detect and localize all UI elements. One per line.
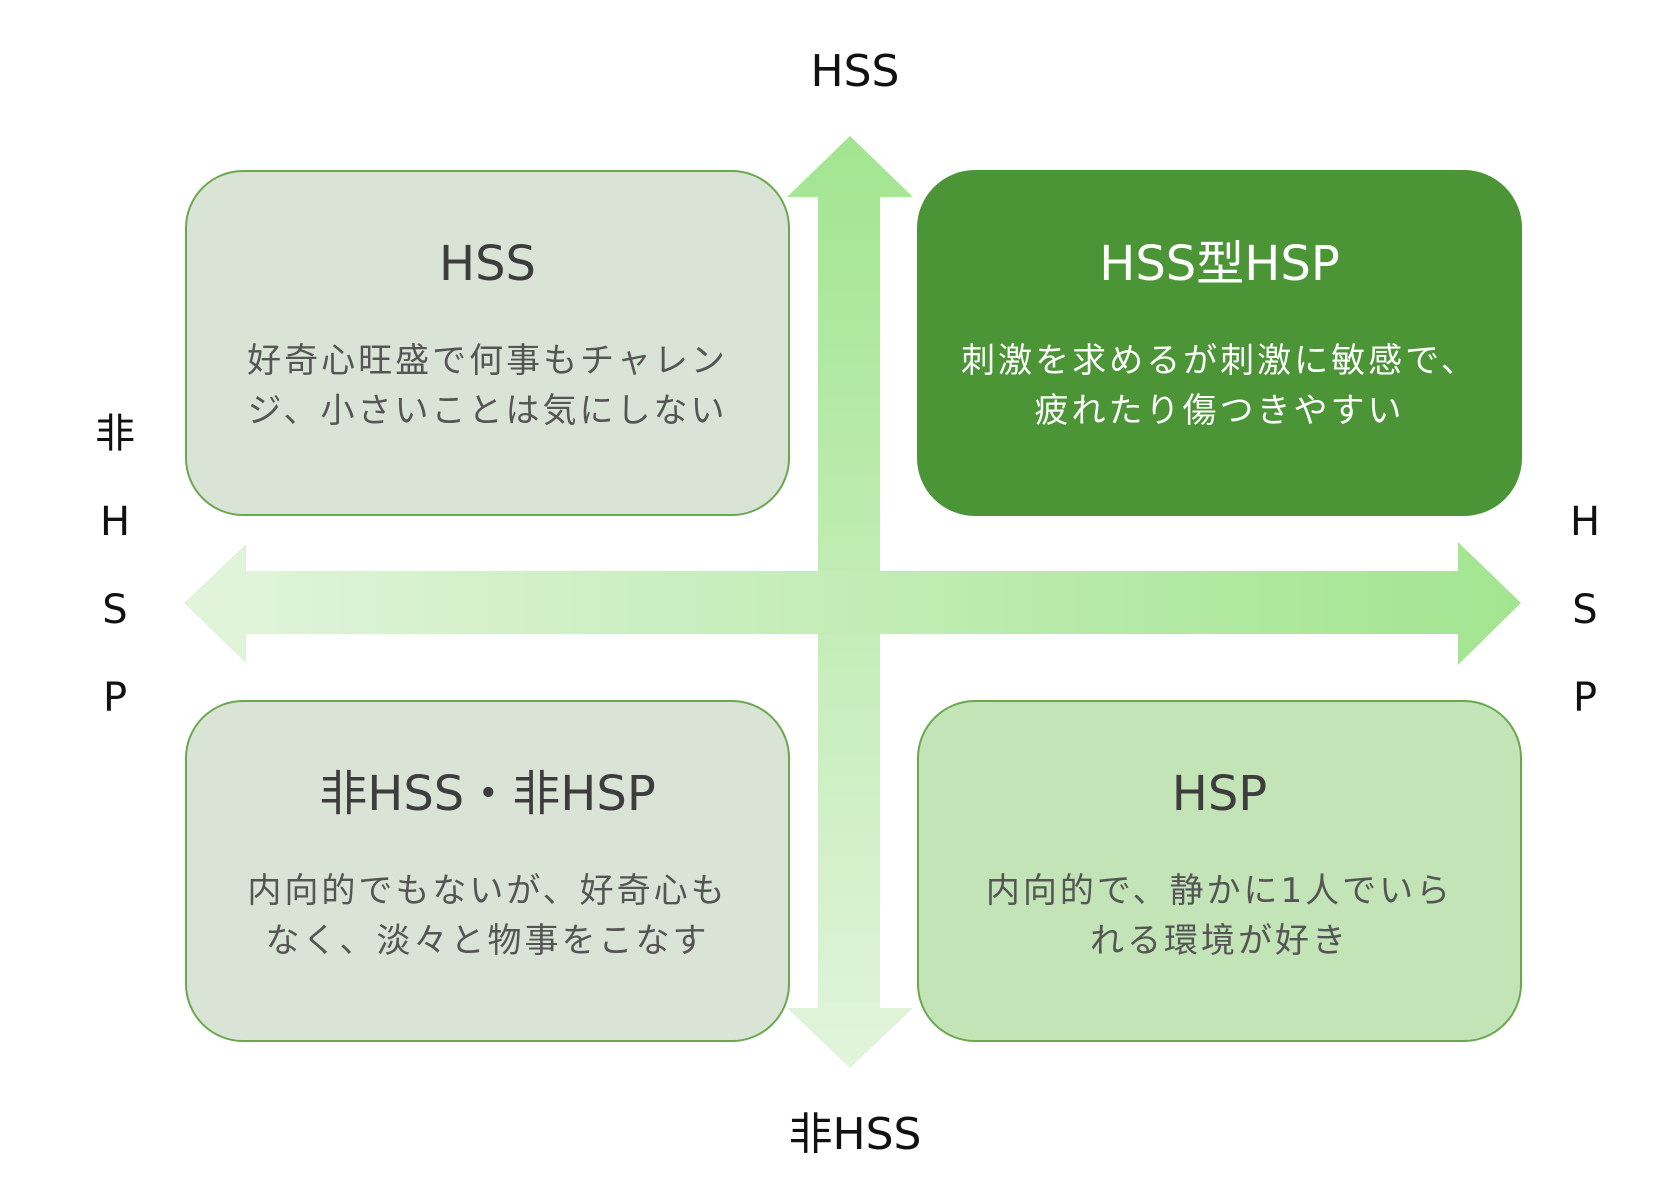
- description-line: 好奇心旺盛で何事もチャレン: [247, 341, 728, 381]
- axis-label-char: H: [99, 499, 131, 545]
- quadrant-description: 内向的でもないが、好奇心も なく、淡々と物事をこなす: [218, 866, 758, 966]
- description-line: なく、淡々と物事をこなす: [265, 921, 710, 961]
- axis-label-char: 非: [95, 411, 135, 457]
- quadrant-title: HSP: [1171, 766, 1268, 822]
- quadrant-description: 内向的で、静かに1人でいら れる環境が好き: [950, 866, 1490, 966]
- axis-label-non-hsp: 非 H S P: [90, 390, 140, 742]
- description-line: ジ、小さいことは気にしない: [247, 391, 728, 431]
- quadrant-description: 好奇心旺盛で何事もチャレン ジ、小さいことは気にしない: [218, 336, 758, 436]
- quadrant-hss: HSS 好奇心旺盛で何事もチャレン ジ、小さいことは気にしない: [185, 170, 790, 516]
- description-line: 内向的でもないが、好奇心も: [247, 871, 728, 911]
- axis-label-char: P: [102, 675, 128, 721]
- quadrant-description: 刺激を求めるが刺激に敏感で、 疲れたり傷つきやすい: [950, 336, 1490, 436]
- quadrant-hsp: HSP 内向的で、静かに1人でいら れる環境が好き: [917, 700, 1522, 1042]
- axis-label-char: S: [1572, 587, 1598, 633]
- description-line: 内向的で、静かに1人でいら: [985, 871, 1454, 911]
- axis-label-char: S: [102, 587, 128, 633]
- quadrant-title: HSS型HSP: [1099, 236, 1340, 292]
- description-line: 刺激を求めるが刺激に敏感で、: [961, 341, 1478, 381]
- quadrant-title: HSS: [438, 236, 537, 292]
- quadrant-hss-type-hsp: HSS型HSP 刺激を求めるが刺激に敏感で、 疲れたり傷つきやすい: [917, 170, 1522, 516]
- axis-label-char: H: [1569, 499, 1601, 545]
- axis-label-non-hss: 非HSS: [788, 1109, 922, 1160]
- description-line: れる環境が好き: [1090, 921, 1349, 961]
- quadrant-non-hss-non-hsp: 非HSS・非HSP 内向的でもないが、好奇心も なく、淡々と物事をこなす: [185, 700, 790, 1042]
- quadrant-title: 非HSS・非HSP: [319, 766, 656, 822]
- axis-label-hss: HSS: [810, 46, 900, 97]
- horizontal-axis-arrow: [184, 542, 1521, 665]
- description-line: 疲れたり傷つきやすい: [1034, 391, 1405, 431]
- axis-label-hsp: H S P: [1560, 478, 1610, 742]
- axis-label-char: P: [1572, 675, 1598, 721]
